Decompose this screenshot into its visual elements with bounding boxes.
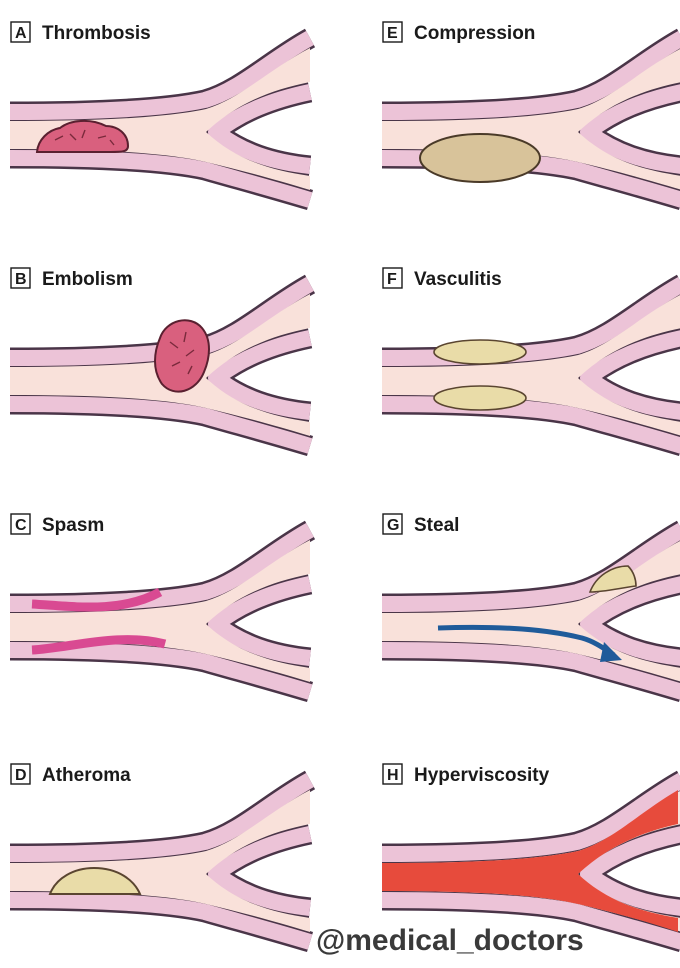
vessel-e bbox=[382, 38, 680, 200]
panel-e-letter: E bbox=[387, 25, 398, 42]
panel-f-vasculitis: F Vasculitis bbox=[382, 267, 680, 446]
vessel-d bbox=[10, 780, 310, 942]
panel-e-letter-box bbox=[382, 21, 403, 43]
vasculitis-lesion-top bbox=[433, 339, 527, 365]
vessel-f bbox=[382, 284, 680, 446]
panel-h-title: Hyperviscosity bbox=[414, 765, 550, 786]
panel-c-letter: C bbox=[15, 517, 27, 534]
compression-mass bbox=[419, 133, 541, 183]
panel-g-letter-box bbox=[382, 513, 403, 535]
panel-d-title: Atheroma bbox=[42, 765, 131, 786]
panel-a-letter: A bbox=[15, 25, 27, 42]
panel-f-letter: F bbox=[387, 271, 397, 288]
panel-g-letter: G bbox=[387, 517, 399, 534]
panel-d-letter-box bbox=[10, 763, 31, 785]
panel-h-letter: H bbox=[387, 767, 399, 784]
panel-h-letter-box bbox=[382, 763, 403, 785]
panel-c-spasm: C Spasm bbox=[10, 513, 310, 692]
panel-g-title: Steal bbox=[414, 515, 459, 536]
vessel-g bbox=[382, 530, 680, 692]
panel-d-atheroma: D Atheroma bbox=[10, 763, 310, 942]
vessel-c bbox=[10, 530, 310, 692]
panel-b-letter: B bbox=[15, 271, 27, 288]
panel-e-title: Compression bbox=[414, 23, 535, 44]
panel-b-embolism: B Embolism bbox=[10, 267, 310, 446]
embolus bbox=[154, 319, 210, 393]
watermark: @medical_doctors bbox=[316, 924, 584, 957]
vasculitis-lesion-bottom bbox=[433, 385, 527, 411]
spasm-wall-top bbox=[31, 588, 163, 612]
spasm-wall-bottom bbox=[31, 635, 167, 655]
panel-c-title: Spasm bbox=[42, 515, 104, 536]
panel-g-steal: G Steal bbox=[382, 513, 680, 692]
vessel-a bbox=[10, 38, 310, 200]
panel-f-letter-box bbox=[382, 267, 403, 289]
steal-plaque bbox=[588, 565, 637, 593]
atheroma-plaque bbox=[48, 866, 142, 895]
panel-c-letter-box bbox=[10, 513, 31, 535]
panel-b-title: Embolism bbox=[42, 269, 133, 290]
panel-f-title: Vasculitis bbox=[414, 269, 502, 290]
panel-a-thrombosis: A Thrombosis bbox=[10, 21, 310, 200]
viscous-blood bbox=[382, 790, 678, 932]
panel-d-letter: D bbox=[15, 767, 27, 784]
panel-a-title: Thrombosis bbox=[42, 23, 151, 44]
panel-h-hyperviscosity: H Hyperviscosity bbox=[382, 763, 680, 942]
panel-e-compression: E Compression bbox=[382, 21, 680, 200]
panel-a-letter-box bbox=[10, 21, 31, 43]
panel-b-letter-box bbox=[10, 267, 31, 289]
